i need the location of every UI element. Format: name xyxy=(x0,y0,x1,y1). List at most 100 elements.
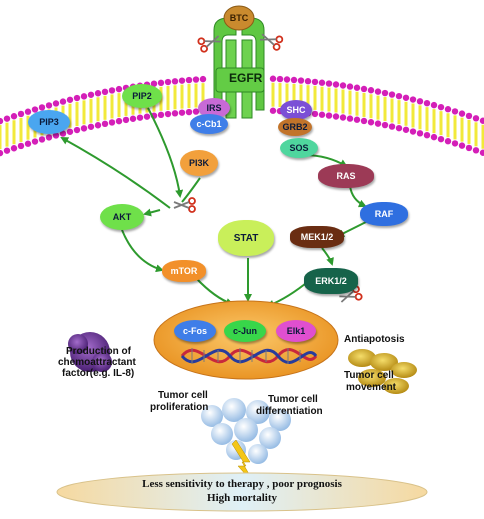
proliferation-label-2: proliferation xyxy=(150,402,209,413)
lipid-head xyxy=(3,147,11,154)
lipid-head xyxy=(157,79,165,87)
lipid-head xyxy=(374,120,382,127)
lipid-head xyxy=(108,87,116,94)
lipid-head xyxy=(115,117,123,125)
antiapoptosis-label: Antiapotosis xyxy=(344,334,405,345)
lipid-head xyxy=(472,115,480,122)
lipid-head xyxy=(479,149,484,156)
lipid-head xyxy=(416,130,424,137)
lipid-head xyxy=(129,115,137,122)
elk1-node: Elk1 xyxy=(276,320,316,342)
lipid-head xyxy=(416,98,424,105)
cjun-node: c-Jun xyxy=(224,320,266,342)
lipid-head xyxy=(458,110,466,117)
lipid-head xyxy=(430,133,438,141)
lipid-head xyxy=(192,108,200,115)
scissors-icon xyxy=(260,33,284,51)
lipid-head xyxy=(409,128,417,135)
lipid-head xyxy=(199,75,207,83)
lipid-head xyxy=(444,138,452,145)
scissors-icon xyxy=(197,35,221,53)
lipid-head xyxy=(73,94,81,102)
lipid-head xyxy=(367,87,375,94)
outcome-base xyxy=(56,472,428,512)
lipid-head xyxy=(59,98,67,105)
ccbl-node: c-Cb1 xyxy=(190,114,228,134)
lipid-head xyxy=(325,80,333,87)
lipid-head xyxy=(80,93,88,100)
differentiation-label-1: Tumor cell xyxy=(268,394,318,405)
lipid-head xyxy=(185,76,193,84)
cell-membrane xyxy=(0,75,484,157)
stat-node: STAT xyxy=(218,220,274,256)
ras-node: RAS xyxy=(318,164,374,188)
egfr-label: EGFR xyxy=(229,71,263,85)
lipid-head xyxy=(388,123,396,130)
lipid-head xyxy=(269,107,277,114)
lipid-head xyxy=(17,110,25,118)
lipid-head xyxy=(346,115,354,122)
lipid-head xyxy=(10,145,18,152)
movement-cluster xyxy=(348,349,417,394)
lipid-head xyxy=(87,91,95,98)
lipid-head xyxy=(24,140,32,147)
erk-node: ERK1/2 xyxy=(304,268,358,294)
lipid-head xyxy=(311,78,319,86)
dna-helix-icon xyxy=(180,348,318,364)
lipid-head xyxy=(304,78,312,85)
lipid-head xyxy=(367,119,375,126)
lipid-head xyxy=(17,142,25,150)
lipid-head xyxy=(171,110,179,117)
lipid-head xyxy=(339,114,347,121)
lipid-head xyxy=(360,117,368,125)
lipid-head xyxy=(297,77,305,84)
lipid-head xyxy=(143,113,151,120)
lipid-head xyxy=(430,101,438,109)
lipid-head xyxy=(374,88,382,95)
lipid-head xyxy=(122,116,130,124)
lipid-head xyxy=(360,85,368,93)
lipid-head xyxy=(66,96,74,103)
btc-label: BTC xyxy=(229,13,249,23)
lipid-head xyxy=(423,99,431,107)
mtor-node: mTOR xyxy=(162,260,206,282)
lipid-head xyxy=(3,115,11,122)
lipid-head xyxy=(451,140,459,147)
lipid-head xyxy=(31,138,39,145)
lipid-head xyxy=(381,89,389,97)
lipid-head xyxy=(0,117,4,125)
lipid-head xyxy=(59,130,67,137)
lipid-head xyxy=(423,131,431,139)
lipid-head xyxy=(171,78,179,85)
lipid-head xyxy=(45,134,53,141)
lipid-head xyxy=(290,76,298,84)
lipid-head xyxy=(38,104,46,111)
lipid-head xyxy=(444,106,452,113)
outcome-line-2: High mortality xyxy=(207,492,277,504)
lipid-head xyxy=(451,108,459,115)
lipid-head xyxy=(66,128,74,135)
pip2-node: PIP2 xyxy=(122,84,162,108)
lipid-head xyxy=(353,84,361,91)
lipid-head xyxy=(465,112,473,120)
chemoattractant-label-1: Production of xyxy=(66,346,131,357)
lipid-head xyxy=(157,111,165,119)
lipid-head xyxy=(402,126,410,133)
lipid-head xyxy=(73,126,81,134)
lipid-head xyxy=(87,123,95,130)
proliferation-label-1: Tumor cell xyxy=(158,390,208,401)
lipid-head xyxy=(339,82,347,89)
lipid-head xyxy=(52,100,60,107)
lipid-head xyxy=(178,109,186,116)
lipid-head xyxy=(164,110,172,118)
lipid-head xyxy=(80,125,88,132)
lipid-head xyxy=(395,92,403,100)
lipid-head xyxy=(45,102,53,109)
lipid-head xyxy=(269,75,277,82)
lipid-head xyxy=(402,94,410,101)
lipid-head xyxy=(38,136,46,143)
pip3-node: PIP3 xyxy=(28,110,70,134)
mek-node: MEK1/2 xyxy=(290,226,344,248)
shc-node: SHC xyxy=(280,100,312,120)
lipid-head xyxy=(353,116,361,123)
